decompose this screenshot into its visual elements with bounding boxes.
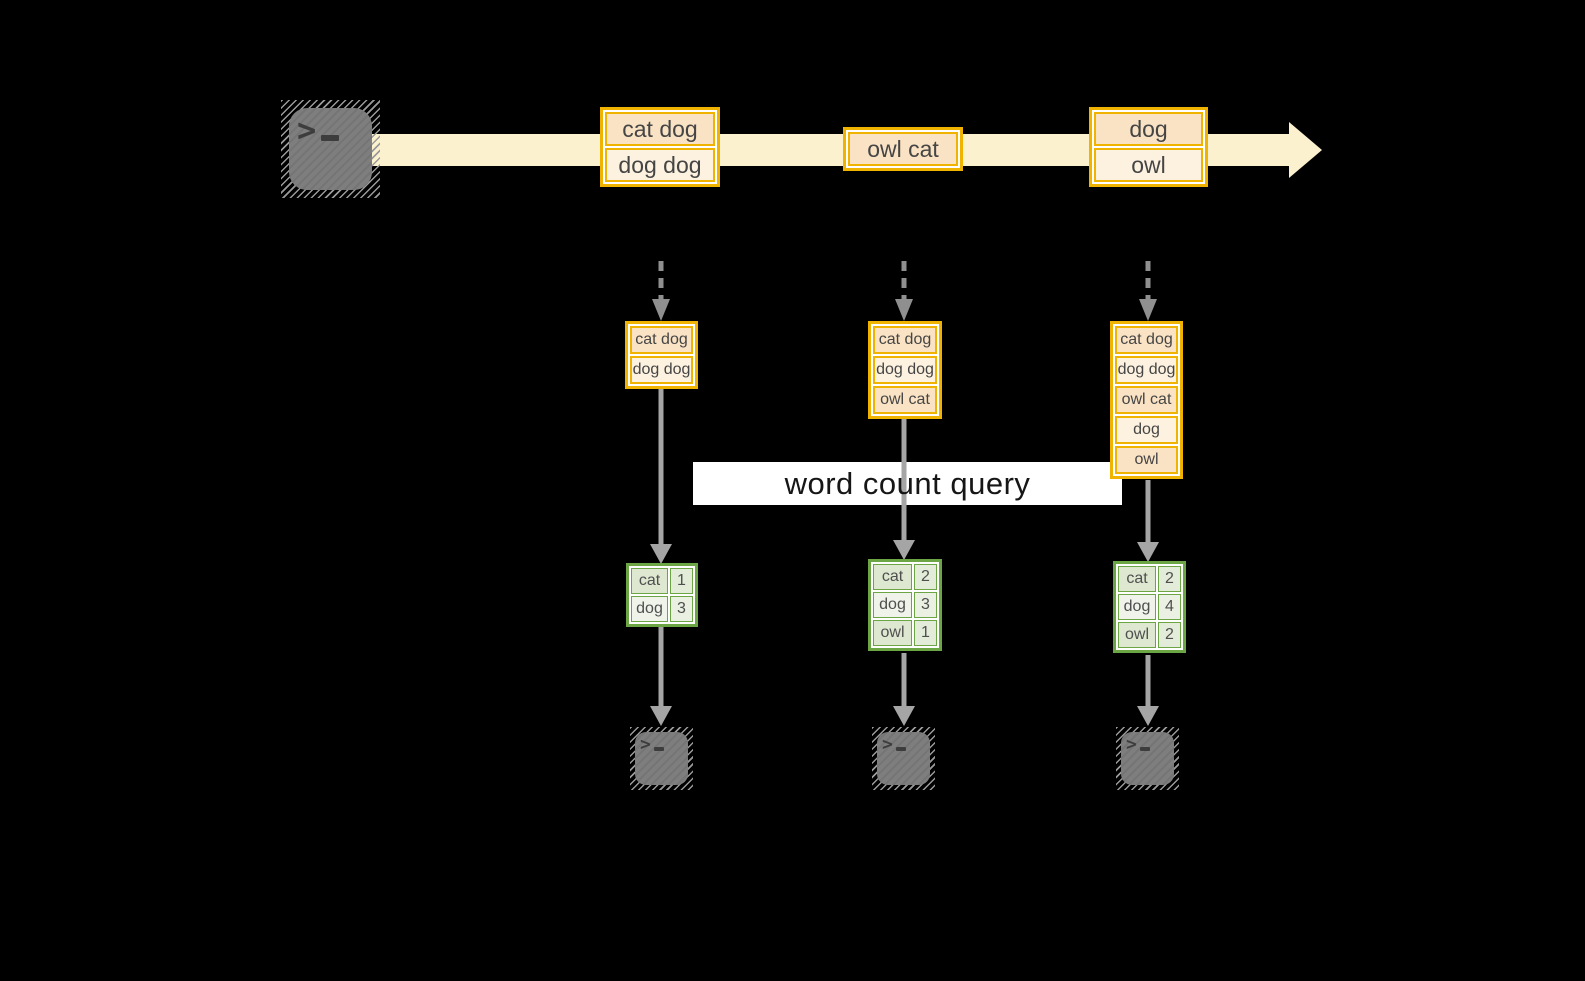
dashed-arrows xyxy=(652,261,1157,321)
buffered-event: cat dog xyxy=(1115,326,1178,354)
word-cell: cat xyxy=(631,568,668,594)
table-row: cat 2 xyxy=(1118,566,1181,592)
count-cell: 4 xyxy=(1158,594,1181,620)
output-terminal-icon: > xyxy=(872,727,935,790)
output-terminal-icon: > xyxy=(630,727,693,790)
buffered-event: dog xyxy=(1115,416,1178,444)
count-cell: 2 xyxy=(1158,622,1181,648)
terminal-prompt-icon: > xyxy=(640,736,664,754)
word-cell: owl xyxy=(873,620,912,646)
buffered-event: dog dog xyxy=(630,356,693,384)
stream-event: dog xyxy=(1094,112,1203,146)
word-count-table-1: cat 1 dog 3 xyxy=(626,563,698,627)
solid-arrows xyxy=(650,385,1159,726)
terminal-screen xyxy=(289,108,372,190)
count-cell: 3 xyxy=(670,596,693,622)
word-cell: cat xyxy=(873,564,912,590)
word-cell: dog xyxy=(1118,594,1156,620)
events-buffer-2: cat dog dog dog owl cat xyxy=(868,321,942,419)
buffered-event: dog dog xyxy=(873,356,937,384)
buffered-event: owl cat xyxy=(1115,386,1178,414)
buffered-event: dog dog xyxy=(1115,356,1178,384)
count-cell: 1 xyxy=(914,620,937,646)
terminal-prompt-icon: > xyxy=(297,114,340,146)
stream-box-2: owl cat xyxy=(843,127,963,171)
stream-box-1: cat dog dog dog xyxy=(600,107,720,187)
word-count-table-2: cat 2 dog 3 owl 1 xyxy=(868,559,942,651)
event-stream-arrowhead-icon xyxy=(1289,122,1322,178)
output-terminal-icon: > xyxy=(1116,727,1179,790)
word-count-table-3: cat 2 dog 4 owl 2 xyxy=(1113,561,1186,653)
count-cell: 2 xyxy=(914,564,937,590)
buffered-event: owl cat xyxy=(873,386,937,414)
count-cell: 3 xyxy=(914,592,937,618)
source-terminal-icon: > xyxy=(281,100,380,198)
terminal-screen xyxy=(877,732,930,785)
terminal-screen xyxy=(1121,732,1174,785)
query-band xyxy=(693,462,1122,505)
buffered-event: cat dog xyxy=(873,326,937,354)
stream-event: cat dog xyxy=(605,112,715,146)
word-cell: dog xyxy=(631,596,668,622)
buffered-event: owl xyxy=(1115,446,1178,474)
table-row: dog 4 xyxy=(1118,594,1181,620)
events-buffer-3: cat dog dog dog owl cat dog owl xyxy=(1110,321,1183,479)
stream-event: dog dog xyxy=(605,148,715,182)
table-row: cat 2 xyxy=(873,564,937,590)
table-row: cat 1 xyxy=(631,568,693,594)
table-row: owl 2 xyxy=(1118,622,1181,648)
count-cell: 2 xyxy=(1158,566,1181,592)
count-cell: 1 xyxy=(670,568,693,594)
word-cell: dog xyxy=(873,592,912,618)
table-row: dog 3 xyxy=(873,592,937,618)
buffered-event: cat dog xyxy=(630,326,693,354)
stream-box-3: dog owl xyxy=(1089,107,1208,187)
terminal-prompt-icon: > xyxy=(1126,736,1150,754)
table-row: owl 1 xyxy=(873,620,937,646)
word-cell: cat xyxy=(1118,566,1156,592)
word-cell: owl xyxy=(1118,622,1156,648)
stream-event: owl xyxy=(1094,148,1203,182)
terminal-prompt-icon: > xyxy=(882,736,906,754)
events-buffer-1: cat dog dog dog xyxy=(625,321,698,389)
stream-event: owl cat xyxy=(848,132,958,166)
terminal-screen xyxy=(635,732,688,785)
table-row: dog 3 xyxy=(631,596,693,622)
